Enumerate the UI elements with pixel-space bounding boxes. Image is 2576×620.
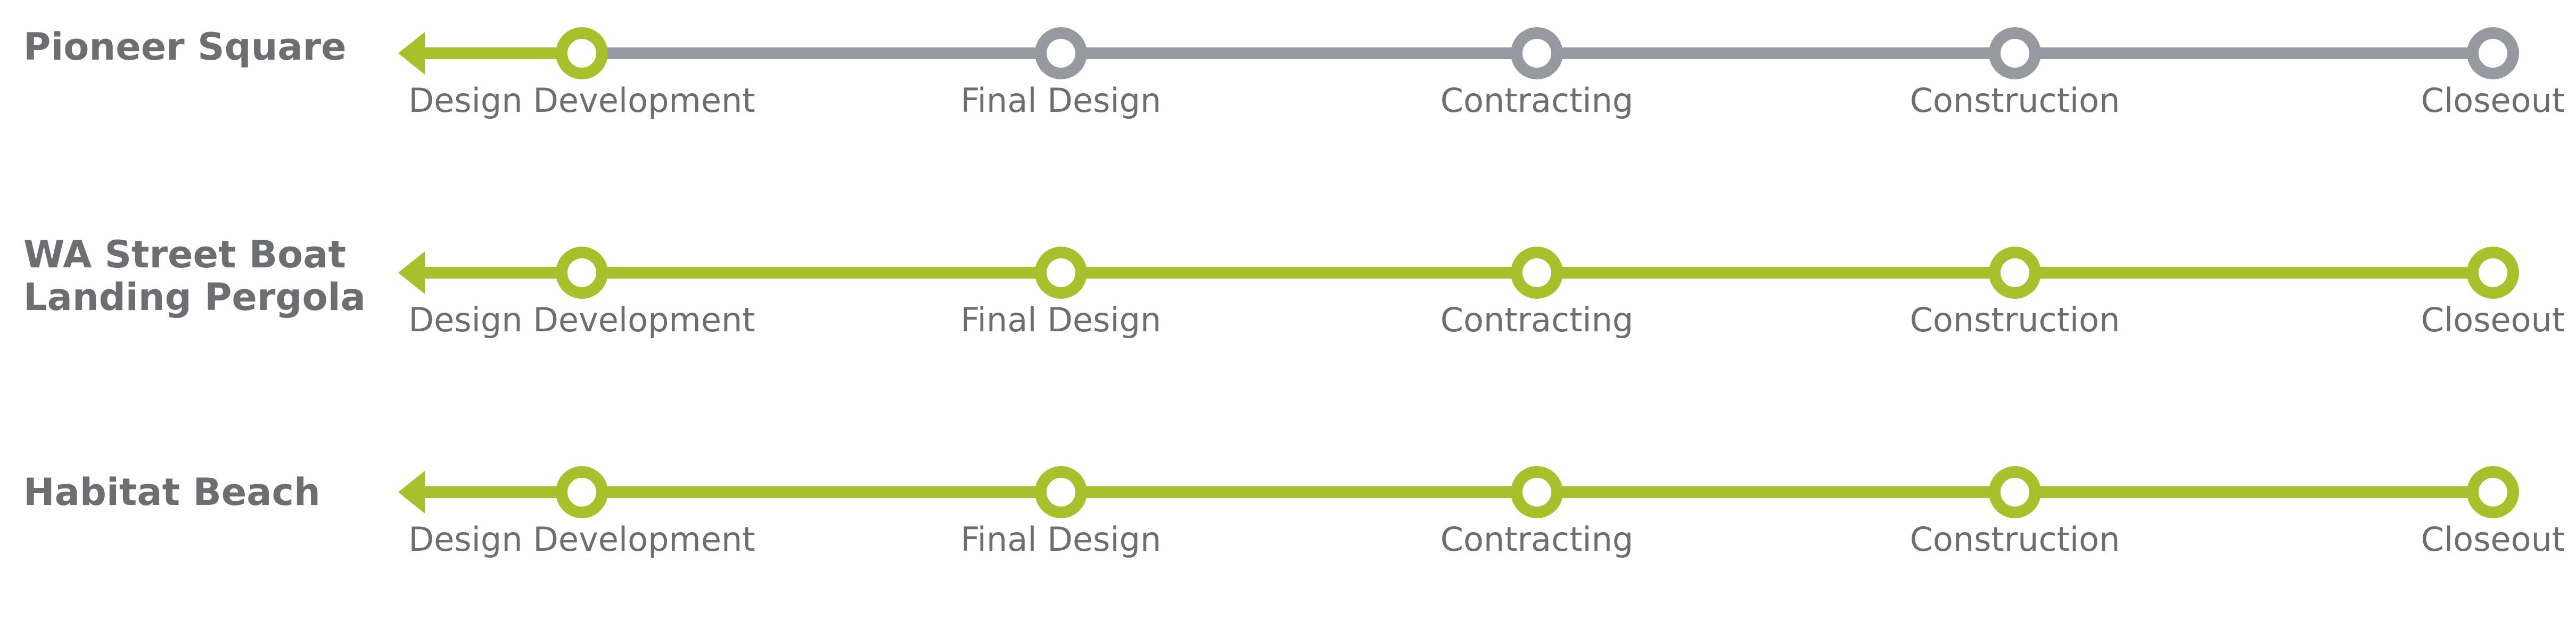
project-title: Habitat Beach <box>23 470 320 514</box>
stage-label: Contracting <box>1441 300 1634 339</box>
stage-label: Final Design <box>961 81 1162 120</box>
stage-node <box>1989 466 2041 518</box>
arrow-left-icon <box>398 471 425 513</box>
stage-label: Final Design <box>961 520 1162 559</box>
stage-node <box>2467 247 2519 299</box>
stage-label: Contracting <box>1441 520 1634 559</box>
stage-label: Closeout <box>2421 81 2565 120</box>
stage-label: Closeout <box>2421 520 2565 559</box>
stage-label: Design Development <box>408 300 755 339</box>
stage-label: Design Development <box>408 81 755 120</box>
project-title: Pioneer Square <box>23 25 347 69</box>
stage-node <box>2467 466 2519 518</box>
stage-node <box>1989 247 2041 299</box>
arrow-left-icon <box>398 251 425 294</box>
stage-node <box>1511 27 1563 79</box>
stage-label: Closeout <box>2421 300 2565 339</box>
stage-node <box>556 466 608 518</box>
stage-label: Design Development <box>408 520 755 559</box>
stage-label: Final Design <box>961 300 1162 339</box>
stage-node <box>556 27 608 79</box>
stage-node <box>1511 247 1563 299</box>
stage-node <box>1035 466 1087 518</box>
stage-label: Construction <box>1910 300 2120 339</box>
stage-node <box>556 247 608 299</box>
project-title: WA Street Boat Landing Pergola <box>23 233 366 319</box>
stage-node <box>1035 27 1087 79</box>
stage-label: Construction <box>1910 81 2120 120</box>
stage-node <box>2467 27 2519 79</box>
arrow-left-icon <box>398 32 425 75</box>
stage-label: Contracting <box>1441 81 1634 120</box>
stage-node <box>1989 27 2041 79</box>
stage-node <box>1035 247 1087 299</box>
stage-label: Construction <box>1910 520 2120 559</box>
stage-node <box>1511 466 1563 518</box>
